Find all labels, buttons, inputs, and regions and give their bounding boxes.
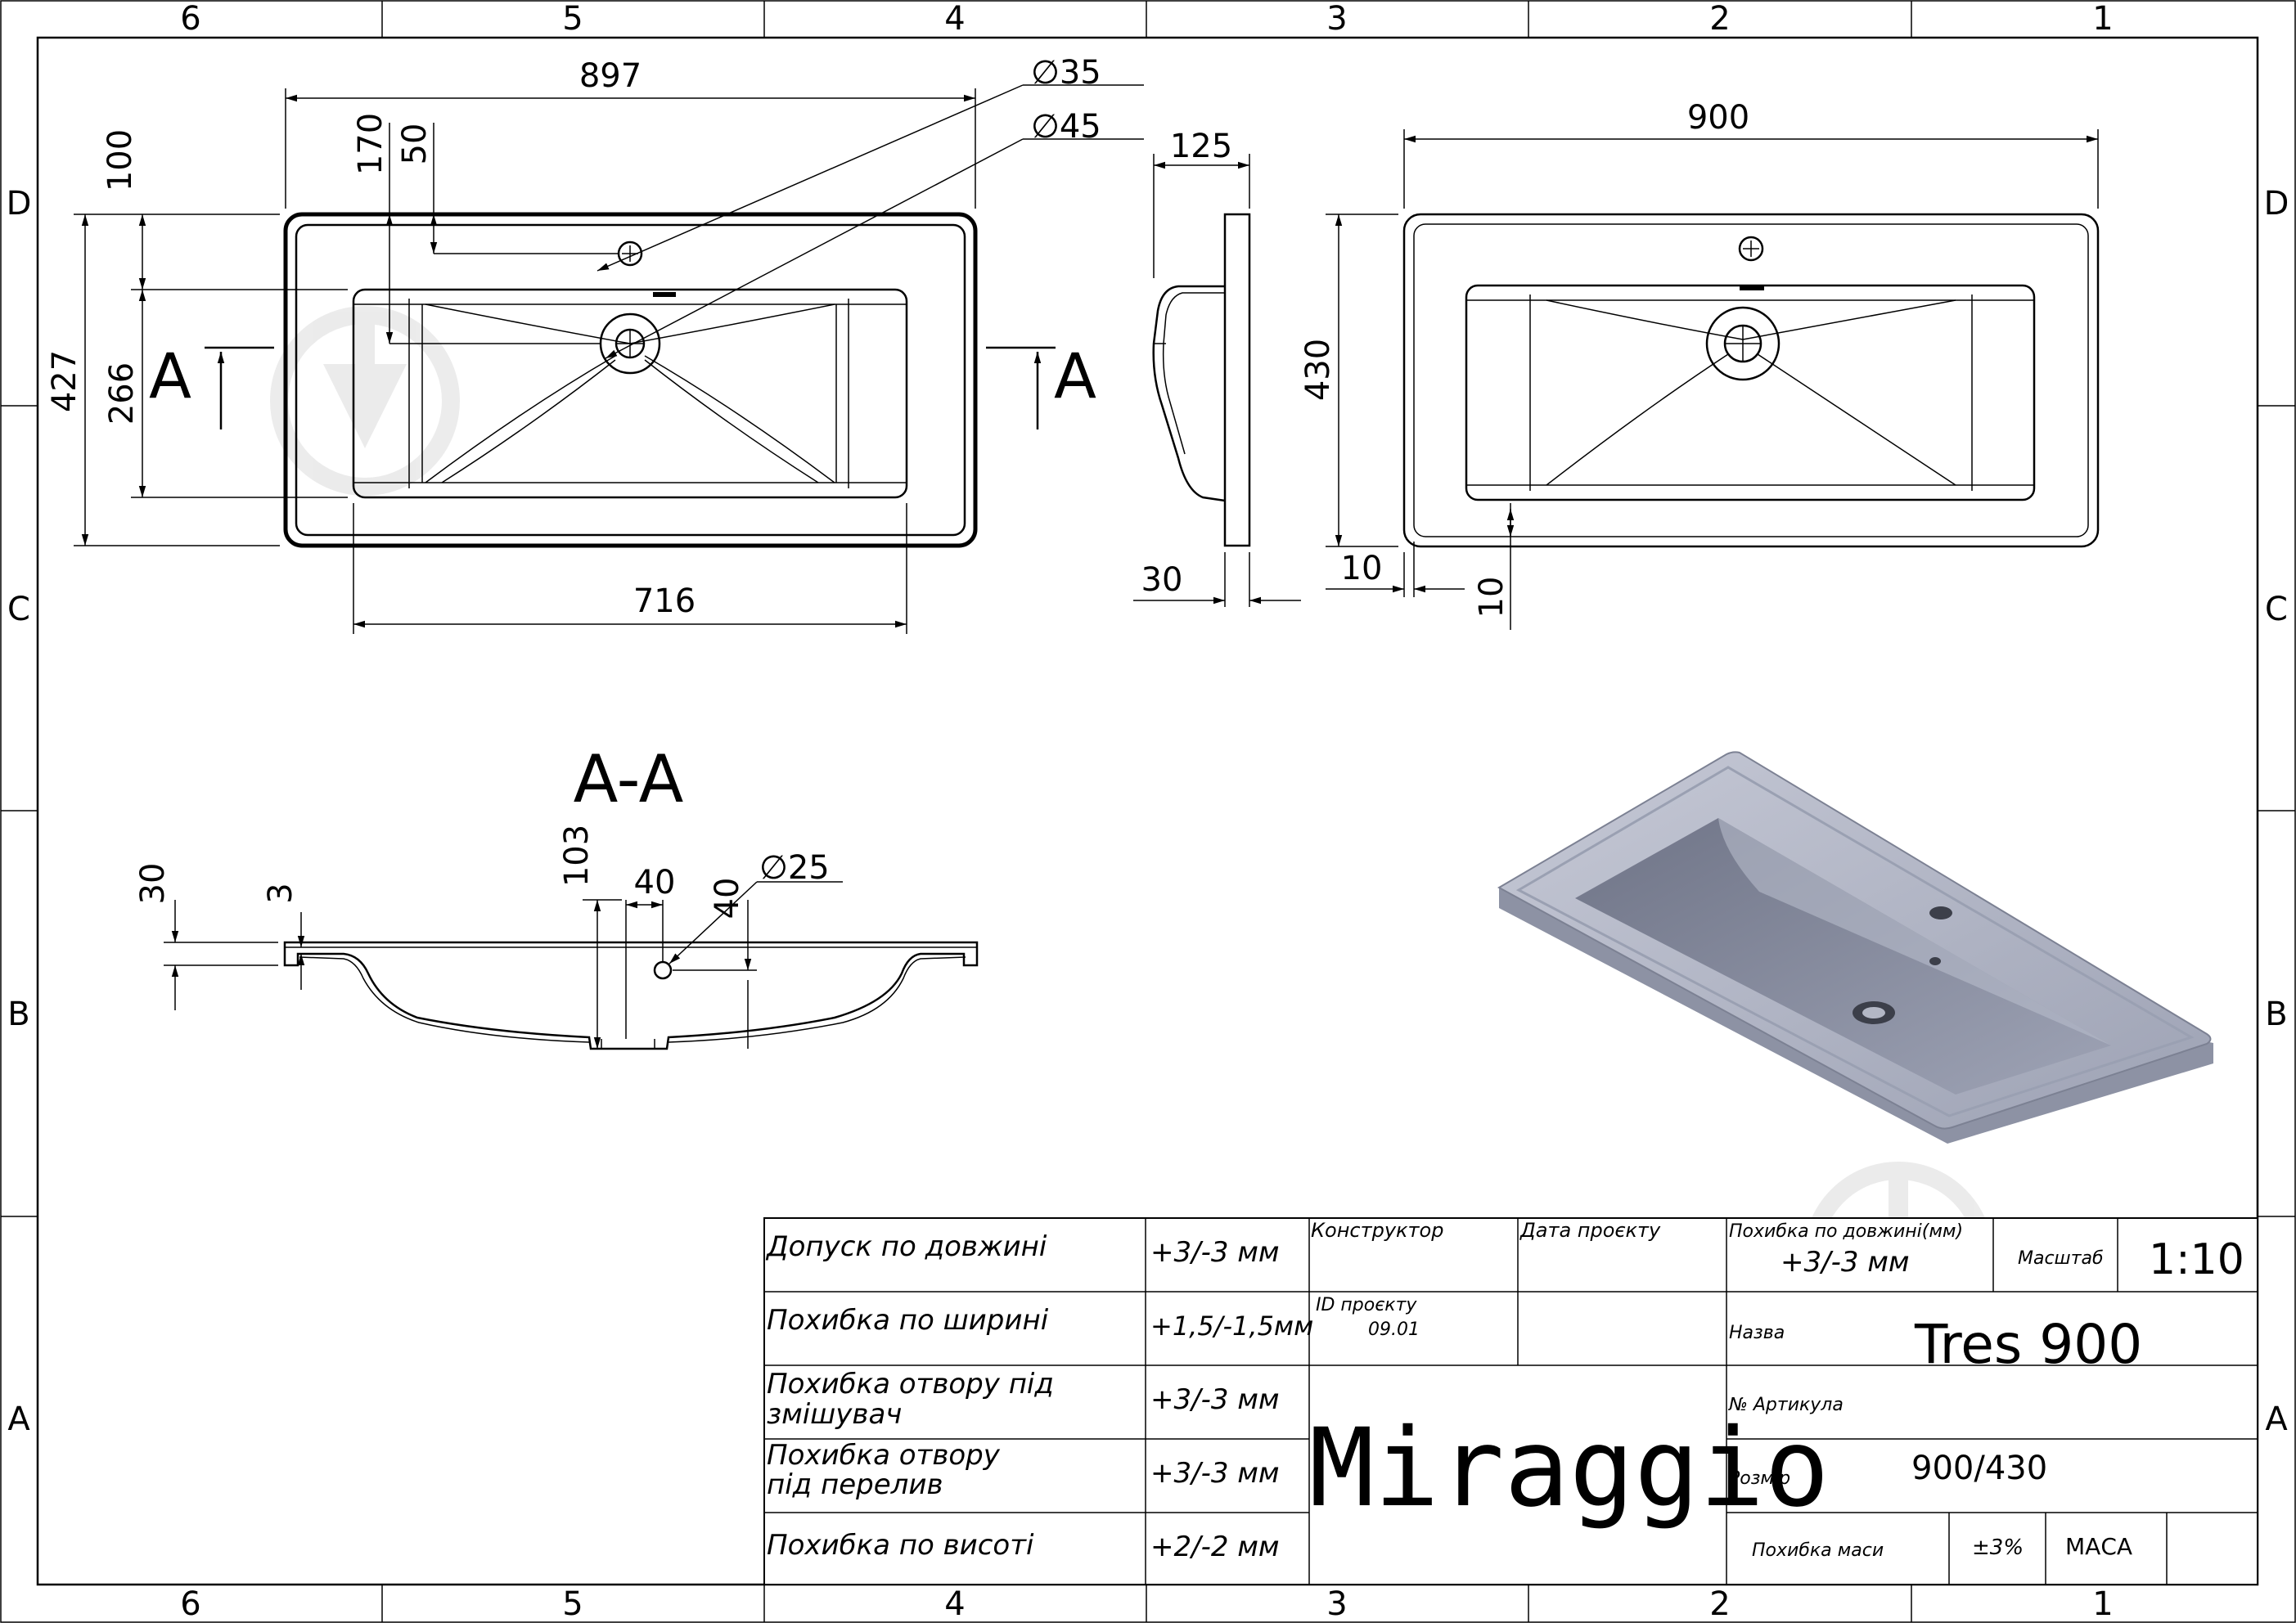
section-view: A-A 30 3 103 40 40 ∅25	[134, 741, 979, 1050]
watermark-logo	[270, 306, 460, 496]
front-view: 900 430 10 10	[1299, 99, 2100, 630]
dim-hole-35: ∅35	[1031, 54, 1101, 92]
dim-170: 170	[352, 113, 389, 175]
tol-value: +3/-3 мм	[1150, 1236, 1280, 1269]
dim-length: 897	[579, 57, 642, 95]
col-label: 2	[1709, 1585, 1730, 1623]
dim-front-width: 430	[1299, 339, 1337, 401]
col-label: 6	[180, 1585, 200, 1623]
dim-bowl-length: 716	[633, 582, 696, 620]
section-title: A-A	[574, 741, 684, 817]
col-label: 3	[1326, 0, 1347, 38]
col-label: 2	[1709, 0, 1730, 38]
brand-name: Miraggio	[1309, 1405, 1830, 1531]
col-label: 6	[180, 0, 200, 38]
scale-value: 1:10	[2149, 1235, 2244, 1284]
size-value: 900/430	[1911, 1450, 2047, 1487]
project-id-value: 09.01	[1368, 1320, 1420, 1340]
designer-label: Конструктор	[1311, 1219, 1443, 1242]
tol-value: +2/-2 мм	[1150, 1531, 1280, 1563]
row-label: C	[7, 591, 30, 628]
title-block: Допуск по довжині +3/-3 мм Похибка по ши…	[763, 1217, 2258, 1585]
dim-width: 427	[46, 350, 83, 412]
article-label: № Артикула	[1728, 1395, 1844, 1415]
isometric-render	[1497, 751, 2213, 1144]
col-label: 1	[2092, 0, 2113, 38]
dim-hole-25: ∅25	[759, 849, 830, 887]
row-label: A	[7, 1400, 30, 1438]
col-label: 3	[1326, 1585, 1347, 1623]
project-date-label: Дата проєкту	[1519, 1219, 1661, 1242]
col-label: 5	[562, 1585, 583, 1623]
tol-label: змішувач	[767, 1398, 902, 1431]
dim-bowl-width: 266	[103, 362, 141, 425]
row-label: A	[2265, 1400, 2288, 1438]
project-id-label: ID проєкту	[1316, 1295, 1417, 1315]
column-labels-top: 6 5 4 3 2 1	[180, 0, 2113, 38]
product-name: Tres 900	[1914, 1313, 2142, 1376]
mass-tol-label: Похибка маси	[1752, 1540, 1884, 1561]
dim-3: 3	[262, 883, 299, 903]
section-mark-right: A	[1054, 339, 1096, 412]
dim-103: 103	[558, 825, 596, 887]
dim-edge-100: 100	[101, 129, 139, 191]
dim-front-length: 900	[1687, 99, 1749, 137]
row-label: B	[7, 996, 29, 1033]
dim-30: 30	[134, 863, 172, 905]
length-tol-value: +3/-3 мм	[1781, 1246, 1910, 1279]
tol-value: +3/-3 мм	[1150, 1457, 1280, 1490]
tol-label: Допуск по довжині	[765, 1230, 1047, 1263]
scale-label: Масштаб	[2018, 1248, 2104, 1269]
row-label: D	[2264, 185, 2289, 223]
tol-label: Похибка по ширині	[767, 1304, 1049, 1337]
col-label: 4	[944, 1585, 965, 1623]
top-view: 897 716 427 100 266 170 50 ∅35	[46, 54, 1144, 634]
row-label: B	[2265, 996, 2287, 1033]
row-labels-left: D C B A	[7, 185, 32, 1438]
col-label: 4	[944, 0, 965, 38]
col-label: 1	[2092, 1585, 2113, 1623]
column-labels-bottom: 6 5 4 3 2 1	[180, 1585, 2113, 1623]
dim-50: 50	[396, 124, 434, 165]
dim-40-v: 40	[709, 878, 746, 919]
dim-offset-h: 10	[1341, 550, 1383, 587]
tol-label: під перелив	[767, 1468, 943, 1501]
tol-value: +1,5/-1,5мм	[1150, 1311, 1313, 1342]
row-label: C	[2265, 591, 2288, 628]
side-view: 125 30	[1133, 128, 1301, 607]
mass-tol-value: ±3%	[1972, 1535, 2024, 1560]
name-label: Назва	[1729, 1323, 1785, 1343]
tol-label: Похибка по висоті	[767, 1529, 1034, 1562]
tol-label: Похибка отвору під	[767, 1368, 1054, 1400]
dim-hole-45: ∅45	[1031, 108, 1101, 146]
row-label: D	[7, 185, 32, 223]
length-tol-label: Похибка по довжині(мм)	[1729, 1221, 1963, 1242]
col-label: 5	[562, 0, 583, 38]
tol-label: Похибка отвору	[767, 1439, 1001, 1472]
mass-label: МАСА	[2065, 1533, 2132, 1560]
dim-40-h: 40	[634, 864, 676, 901]
row-labels-right: D C B A	[2264, 185, 2289, 1438]
dim-thickness: 30	[1141, 561, 1183, 599]
tol-value: +3/-3 мм	[1150, 1383, 1280, 1416]
size-label: Розмір	[1729, 1468, 1790, 1489]
dim-depth: 125	[1170, 128, 1232, 165]
section-mark-left: A	[149, 339, 191, 412]
dim-offset-v: 10	[1473, 577, 1510, 618]
